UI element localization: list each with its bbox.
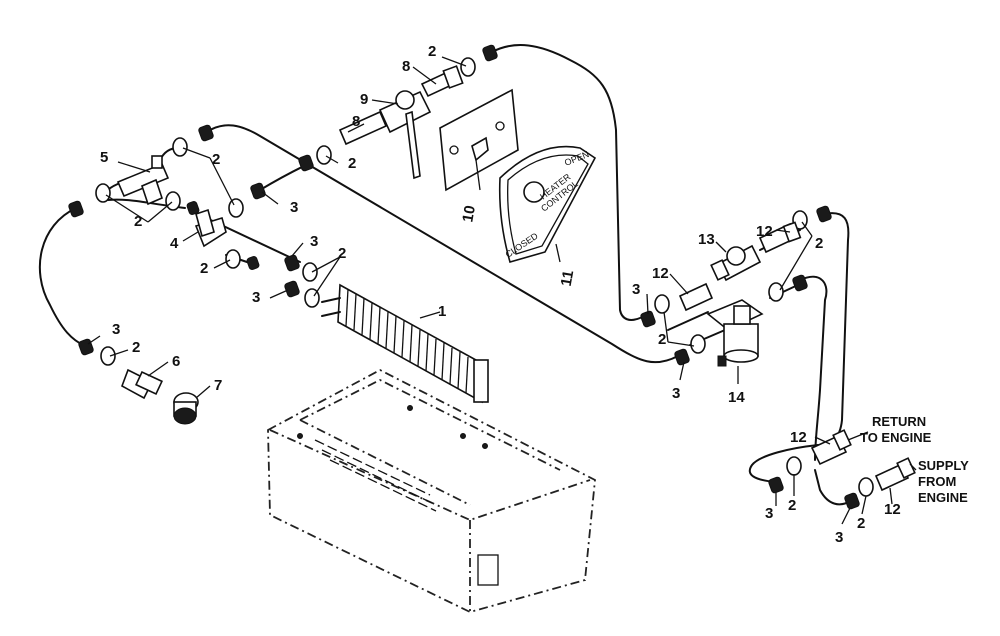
callout-12: 12 [884, 501, 901, 518]
callout-1: 1 [438, 303, 446, 320]
callout-2: 2 [857, 515, 865, 532]
drain-fitting [121, 368, 163, 400]
supply-adapter-fitting [874, 457, 916, 492]
callout-3: 3 [290, 199, 298, 216]
solenoid-valve [706, 299, 764, 367]
callout-3: 3 [765, 505, 773, 522]
callout-6: 6 [172, 353, 180, 370]
callout-5: 5 [100, 149, 108, 166]
elbow-fitting [194, 208, 227, 248]
callout-2: 2 [348, 155, 356, 172]
heater-shutoff-valve [338, 90, 432, 180]
callout-2: 2 [200, 260, 208, 277]
return-adapter-fitting [810, 429, 852, 466]
heater-housing-outline [267, 368, 596, 613]
callout-3: 3 [672, 385, 680, 402]
callout-14: 14 [728, 389, 745, 406]
callout-2: 2 [132, 339, 140, 356]
callout-2: 2 [815, 235, 823, 252]
callout-numbers: 1 2 2 2 2 2 2 2 2 2 2 2 3 3 3 3 3 3 3 3 … [100, 43, 901, 546]
callout-2: 2 [338, 245, 346, 262]
callout-11: 11 [558, 269, 577, 288]
callout-12: 12 [652, 265, 669, 282]
hose-fittings [68, 44, 874, 510]
callout-2: 2 [428, 43, 436, 60]
callout-7: 7 [214, 377, 222, 394]
callout-12: 12 [756, 223, 773, 240]
supply-note-line1: SUPPLY [918, 458, 969, 473]
callout-2: 2 [658, 331, 666, 348]
flow-notes: RETURN TO ENGINE SUPPLY FROM ENGINE [860, 414, 969, 505]
callout-9: 9 [360, 91, 368, 108]
supply-note-line3: ENGINE [918, 490, 968, 505]
adapter-fitting-upper [420, 65, 464, 98]
return-note-line2: TO ENGINE [860, 430, 932, 445]
callout-3: 3 [310, 233, 318, 250]
callout-13: 13 [698, 231, 715, 248]
leader-lines [87, 56, 917, 525]
callout-12: 12 [790, 429, 807, 446]
callout-3: 3 [112, 321, 120, 338]
adapter-fitting-right-mid [678, 282, 714, 312]
callout-2: 2 [134, 213, 142, 230]
callout-3: 3 [252, 289, 260, 306]
callout-8: 8 [352, 113, 360, 130]
callout-4: 4 [170, 235, 179, 252]
mounting-plate [439, 88, 519, 192]
check-valve [710, 244, 762, 282]
heater-core [321, 283, 489, 404]
return-note-line1: RETURN [872, 414, 926, 429]
supply-note-line2: FROM [918, 474, 956, 489]
heater-control-plate: OPEN HEATER CONTROL CLOSED [498, 145, 597, 263]
callout-3: 3 [835, 529, 843, 546]
callout-10: 10 [459, 204, 479, 223]
callout-2: 2 [788, 497, 796, 514]
tee-fitting [116, 155, 170, 206]
callout-8: 8 [402, 58, 410, 75]
callout-3: 3 [632, 281, 640, 298]
drain-cap [173, 392, 199, 425]
callout-2: 2 [212, 151, 220, 168]
